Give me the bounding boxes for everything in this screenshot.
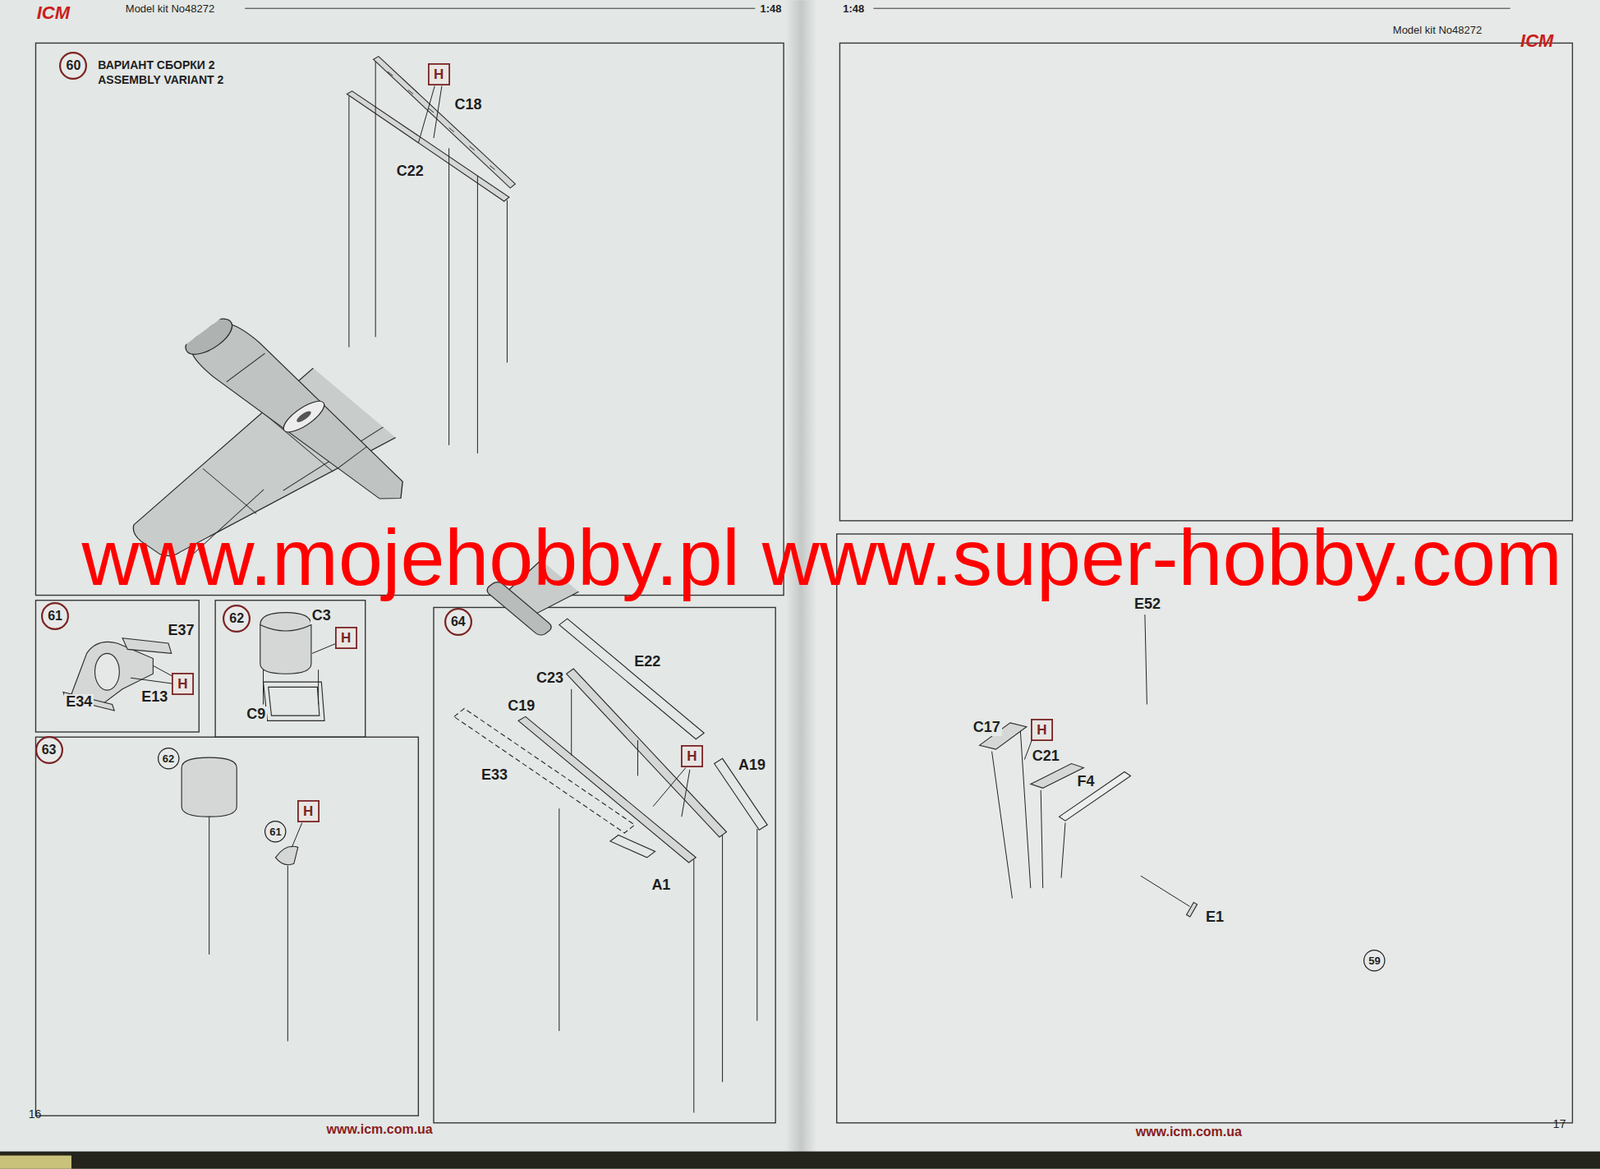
part-number: C21 (1030, 748, 1062, 765)
step-number: 64 (444, 607, 473, 636)
node-text: H (177, 676, 188, 691)
step-number: 60 (59, 51, 88, 80)
box-outline (335, 627, 357, 649)
circle-outline (157, 747, 179, 768)
watermark: www.mojehobby.pl www.super-hobby.com (81, 517, 1562, 598)
part-number: E1 (1204, 909, 1226, 926)
page-number: 17 (1553, 1117, 1567, 1131)
box-outline (298, 800, 319, 822)
part-number: C9 (244, 706, 267, 723)
callout-number: 59 (1363, 949, 1385, 971)
part-number: A1 (649, 877, 672, 894)
circle-outline (223, 605, 250, 632)
node-text: H (686, 749, 697, 764)
part-number: C18 (453, 96, 484, 114)
box-outline (1031, 719, 1053, 741)
part-number: E37 (166, 622, 197, 640)
part-number: F4 (1075, 773, 1096, 791)
node-text: 63 (41, 743, 57, 757)
node-text: 61 (269, 826, 281, 837)
step-number: 61 (41, 602, 69, 630)
part-number: C23 (534, 670, 566, 687)
web-address: www.icm.com.ua (1135, 1124, 1242, 1140)
node-text: H (303, 804, 313, 819)
part-number: E13 (139, 689, 170, 706)
node-text: 62 (229, 611, 244, 626)
web-address: www.icm.com.ua (326, 1121, 433, 1137)
scale-text: 1:48 (760, 3, 782, 15)
box-outline (681, 745, 703, 767)
callout-number: 61 (264, 820, 286, 842)
brand-logo: ICM (1520, 31, 1554, 51)
node-text: 62 (162, 753, 175, 764)
circle-outline (1364, 949, 1385, 971)
part-number: E22 (632, 653, 663, 671)
scale-text: 1:48 (842, 3, 865, 15)
circle-outline (445, 608, 472, 635)
header-text: Model kit No48272 (1393, 24, 1482, 37)
part-number: C3 (310, 607, 333, 625)
header-text: Model kit No48272 (125, 3, 215, 15)
step-title: ASSEMBLY VARIANT 2 (97, 73, 224, 87)
circle-outline (265, 821, 286, 842)
box-outline (172, 673, 194, 695)
part-number: C17 (971, 719, 1003, 736)
step-number: 62 (222, 604, 251, 633)
step-number: 63 (35, 735, 64, 764)
hand-mark-box: H (427, 63, 451, 86)
box-outline (428, 64, 450, 85)
page-number: 16 (28, 1108, 42, 1121)
node-text: H (433, 67, 444, 82)
hand-mark-box: H (1030, 718, 1053, 741)
circle-outline (41, 602, 69, 630)
part-number: E33 (479, 767, 510, 784)
part-number: E52 (1132, 596, 1163, 613)
step-title: ВАРИАНТ СБОРКИ 2 (97, 59, 215, 72)
node-text: 61 (47, 609, 63, 623)
node-text: 64 (450, 615, 466, 629)
part-number: C22 (395, 163, 426, 180)
node-text: H (1036, 722, 1047, 737)
node-text: 59 (1368, 955, 1380, 966)
circle-outline (36, 736, 63, 764)
hand-mark-box: H (680, 744, 704, 768)
node-text: H (340, 630, 351, 645)
hand-mark-box: H (297, 800, 320, 823)
callout-number: 62 (157, 747, 180, 769)
part-number: E34 (64, 694, 94, 711)
brand-logo: ICM (36, 3, 70, 23)
hand-mark-box: H (171, 672, 194, 695)
circle-outline (60, 52, 88, 79)
part-number: C19 (505, 698, 537, 715)
hand-mark-box: H (335, 626, 358, 649)
node-text: 60 (66, 59, 82, 73)
part-number: A19 (736, 757, 768, 774)
